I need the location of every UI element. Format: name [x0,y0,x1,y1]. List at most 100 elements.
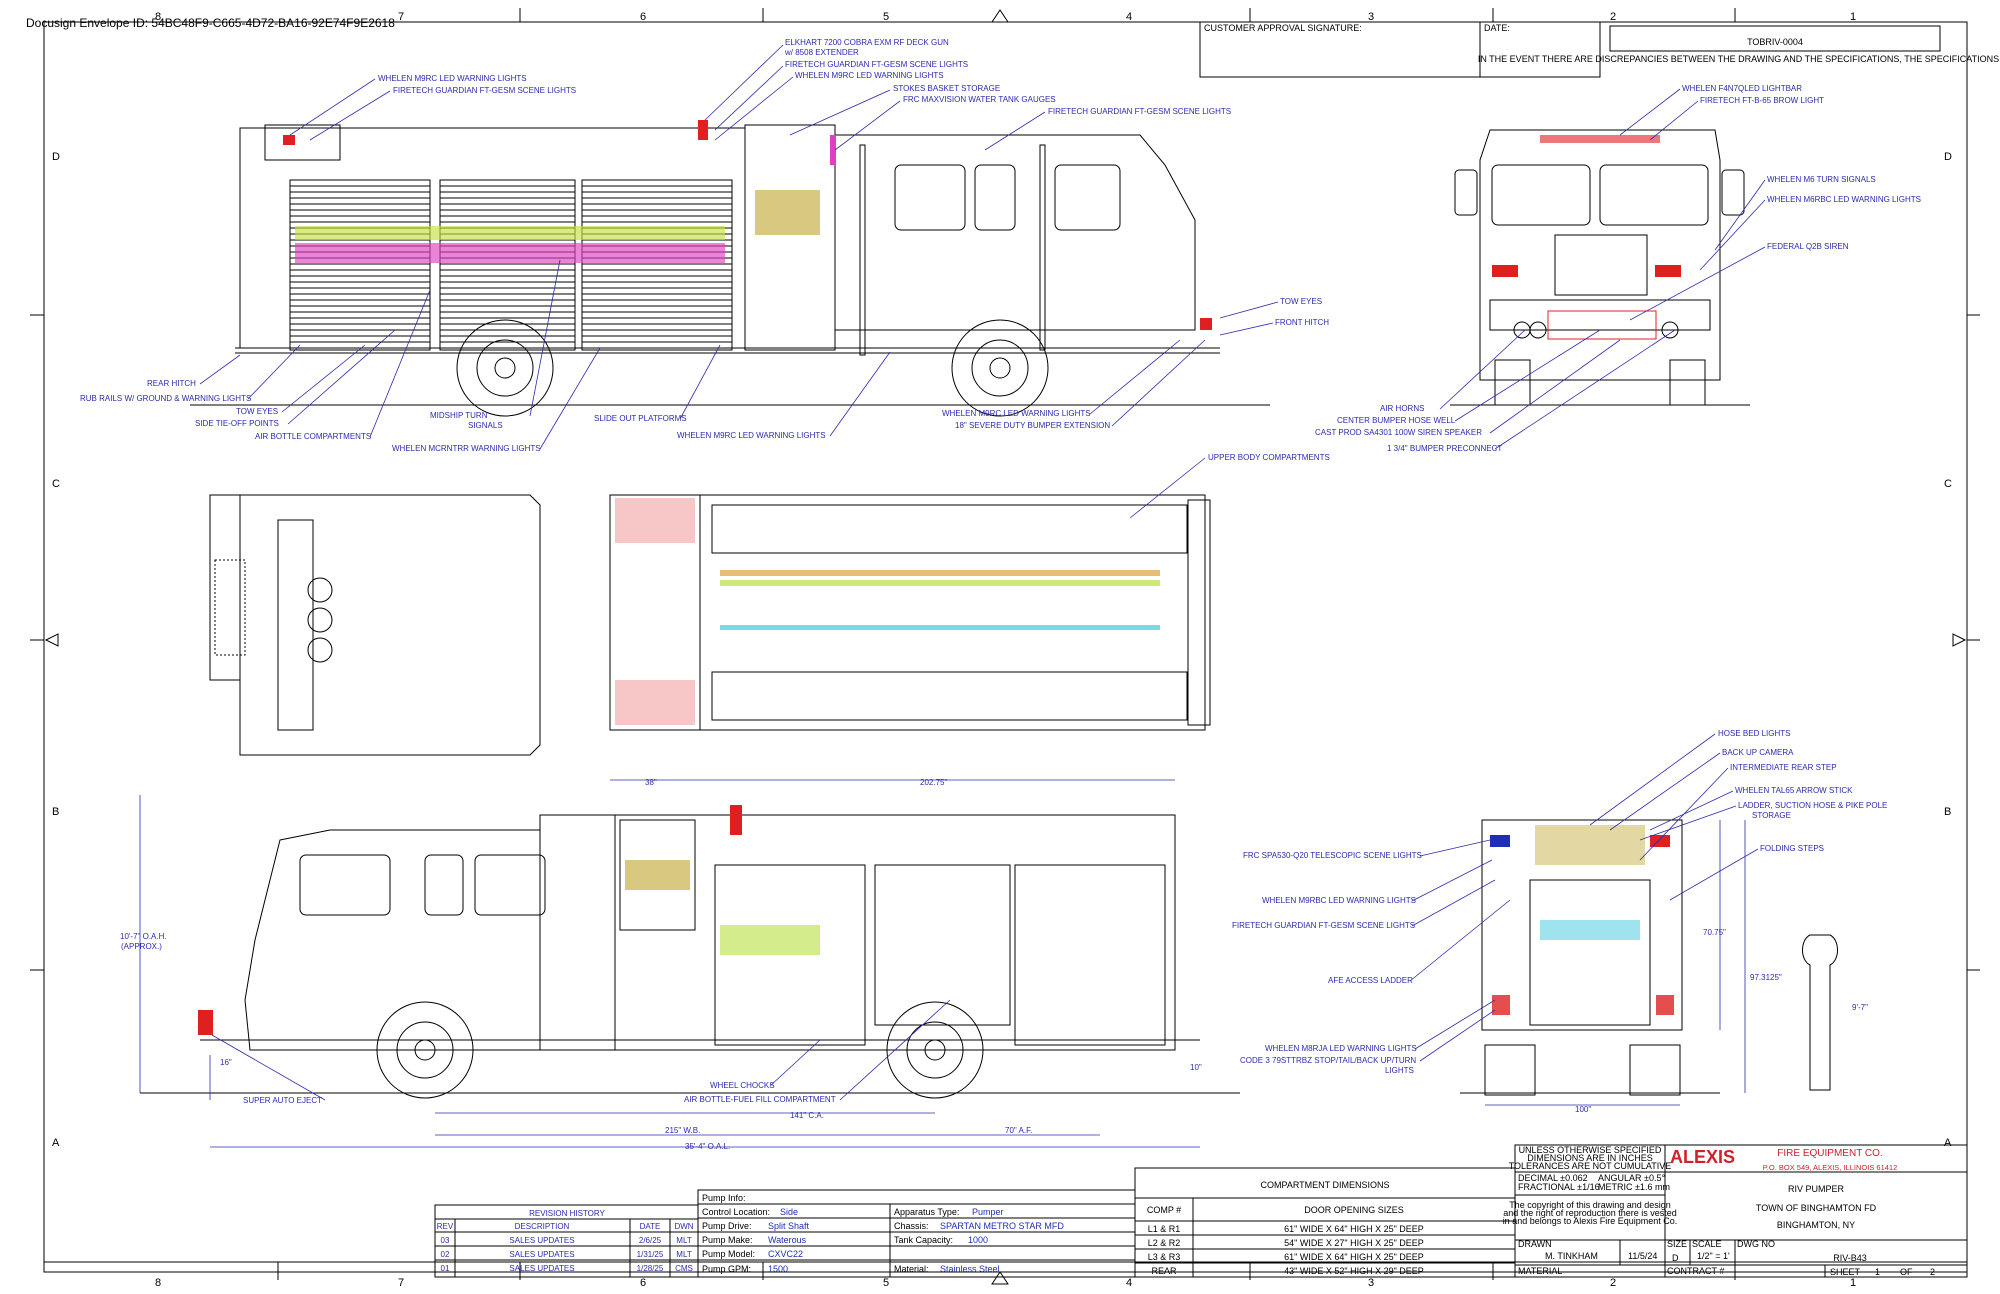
rollup-doors [289,179,733,351]
dimension-label: 97.3125" [1750,973,1782,982]
compartment-cell: REAR [1151,1266,1177,1276]
dimensions: 38" 202.75" 10'-7" O.A.H. (APPROX.) 16" … [120,778,1202,1151]
callout-label: FRONT HITCH [1275,318,1329,327]
col-label: 5 [883,11,889,23]
pump-key: Pump GPM: [702,1264,751,1274]
col-label: 2 [1610,11,1616,23]
pump-key: Chassis: [894,1221,929,1231]
pump-value: SPARTAN METRO STAR MFD [940,1221,1064,1231]
row-labels: D C B A D C B A [52,151,1952,1149]
row-label: C [52,478,60,490]
callout-label: WHELEN M9RC LED WARNING LIGHTS [795,71,944,80]
callout-label: RUB RAILS W/ GROUND & WARNING LIGHTS [80,394,251,403]
compartment-header: DOOR OPENING SIZES [1304,1205,1404,1215]
sheet-size: D [1672,1253,1679,1263]
pump-value: Stainless Steel [940,1264,1000,1274]
dimension-label: 10" [1190,1063,1202,1072]
col-label: 4 [1126,1277,1132,1289]
revision-cell: MLT [676,1250,692,1259]
tolerance-text: FRACTIONAL ±1/16 [1518,1182,1600,1192]
callout-label: FRC MAXVISION WATER TANK GAUGES [903,95,1056,104]
revision-cell: 02 [441,1250,450,1259]
callout-label: TOW EYES [236,407,278,416]
pump-key: Tank Capacity: [894,1235,953,1245]
pump-key: Pump Model: [702,1249,755,1259]
front-cab-outline [1479,129,1721,381]
dimension-label: 215" W.B. [665,1126,700,1135]
pump-key: Control Location: [702,1207,770,1217]
callout-label: SLIDE OUT PLATFORMS [594,414,687,423]
tolerance-text: METRIC ±1.6 mm [1598,1182,1670,1192]
tolerance-text: DIMENSIONS ARE IN INCHES [1527,1153,1653,1163]
drawn-label: DRAWN [1518,1239,1552,1249]
pump-value: Split Shaft [768,1221,810,1231]
body2-outline [614,814,1176,1051]
customer-approval-label: CUSTOMER APPROVAL SIGNATURE: [1204,23,1362,33]
revision-header: REV [437,1222,454,1231]
revision-cell: 01 [441,1264,450,1273]
person-silhouette [1802,934,1838,1091]
col-label: 3 [1368,1277,1374,1289]
envelope-id: Docusign Envelope ID: 54BC48F9-C665-4D72… [26,16,395,30]
revision-header: DATE [640,1222,661,1231]
revision-cell: 2/6/25 [639,1236,662,1245]
col-label: 6 [640,1277,646,1289]
sheet-number: 1 [1875,1267,1880,1277]
col-label: 6 [640,11,646,23]
callout-label: AIR BOTTLE COMPARTMENTS [255,432,371,441]
col-label: 4 [1126,11,1132,23]
col-label: 3 [1368,11,1374,23]
callout-label: WHELEN M6RBC LED WARNING LIGHTS [1767,195,1921,204]
callout-label: UPPER BODY COMPARTMENTS [1208,453,1330,462]
callout-label: AIR BOTTLE-FUEL FILL COMPARTMENT [684,1095,836,1104]
sheet-total: 2 [1930,1267,1935,1277]
wheel [376,1001,474,1099]
tolerance-text: UNLESS OTHERWISE SPECIFIED [1519,1145,1662,1155]
dimension-label: (APPROX.) [121,942,162,951]
callout-label: MIDSHIP TURN [430,411,488,420]
project-title: RIV PUMPER [1788,1184,1845,1194]
revision-cell: 1/28/25 [637,1264,664,1273]
callout-label: STORAGE [1752,811,1791,820]
approval-date-label: DATE: [1484,23,1510,33]
callout-label: FIRETECH GUARDIAN FT-GESM SCENE LIGHTS [1048,107,1231,116]
col-label: 5 [883,1277,889,1289]
side-view-right: SUPER AUTO EJECT WHEEL CHOCKS AIR BOTTLE… [140,805,1240,1105]
pump-info: Pump Info: Control Location: Side Pump D… [697,1189,1136,1278]
sheet-label: SHEET [1830,1267,1861,1277]
row-label: A [52,1137,60,1149]
callout-label: CENTER BUMPER HOSE WELL [1337,416,1456,425]
callout-label: FIRETECH GUARDIAN FT-GESM SCENE LIGHTS [785,60,968,69]
row-label: C [1944,478,1952,490]
callout-label: WHELEN M9RBC LED WARNING LIGHTS [1262,896,1416,905]
copyright-text: in and belongs to Alexis Fire Equipment … [1503,1216,1678,1226]
pump-panel [744,124,836,351]
callout-label: HOSE BED LIGHTS [1718,729,1790,738]
pump-value: Pumper [972,1207,1004,1217]
revision-cell: 03 [441,1236,450,1245]
cab-outline [834,134,1196,331]
pump-key: Pump Drive: [702,1221,752,1231]
callout-label: CAST PROD SA4301 100W SIREN SPEAKER [1315,428,1482,437]
col-label: 7 [398,1277,404,1289]
slide-out-platform [295,243,725,263]
revision-cell: 1/31/25 [637,1250,664,1259]
dwg-label: DWG NO [1737,1239,1775,1249]
drawn-by: M. TINKHAM [1545,1251,1598,1261]
tolerance-text: TOLERANCES ARE NOT CUMULATIVE [1509,1161,1672,1171]
compartment-cell: 61" WIDE X 64" HIGH X 25" DEEP [1284,1252,1424,1262]
compartment-header: COMP # [1147,1205,1181,1215]
callout-label: WHELEN F4N7QLED LIGHTBAR [1682,84,1802,93]
column-labels-bottom: 8 7 6 5 4 3 2 1 [155,1277,1856,1289]
front-view: WHELEN F4N7QLED LIGHTBAR FIRETECH FT-B-6… [1315,84,1921,453]
compartment-dimensions: COMPARTMENT DIMENSIONS COMP # DOOR OPENI… [1134,1167,1516,1278]
callout-label: SIDE TIE-OFF POINTS [195,419,279,428]
pump-info-title: Pump Info: [702,1193,746,1203]
dimension-label: 202.75" [920,778,947,787]
doc-number: TOBRIV-0004 [1747,37,1803,47]
callout-label: FIRETECH GUARDIAN FT-GESM SCENE LIGHTS [1232,921,1415,930]
approval-block: CUSTOMER APPROVAL SIGNATURE: DATE: TOBRI… [1199,21,2000,78]
compartment-cell: L2 & R2 [1148,1238,1181,1248]
wheel [886,1001,984,1099]
row-label: B [52,806,59,818]
